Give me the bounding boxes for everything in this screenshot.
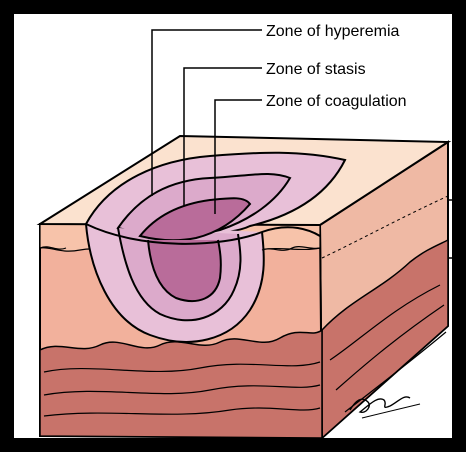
label-stasis: Zone of stasis <box>266 61 366 78</box>
label-hyperemia: Zone of hyperemia <box>266 23 400 40</box>
label-coagulation: Zone of coagulation <box>266 93 407 110</box>
